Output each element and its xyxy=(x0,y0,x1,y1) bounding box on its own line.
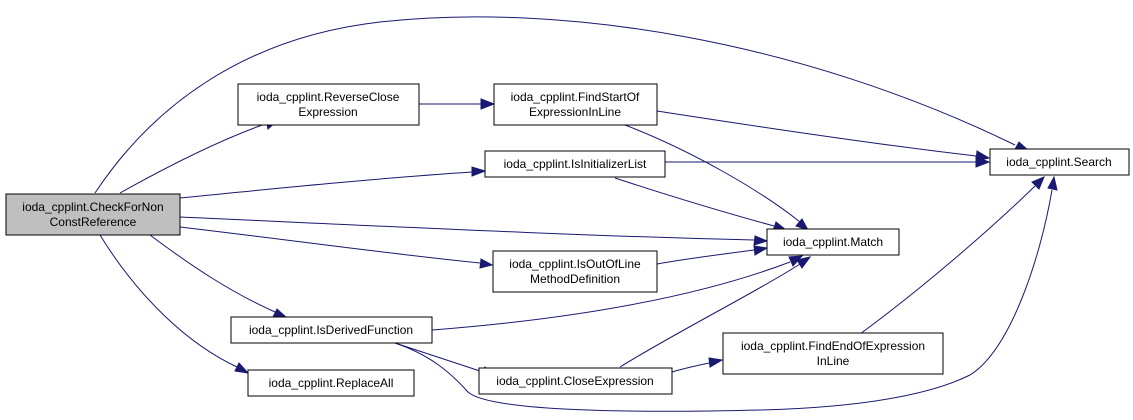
node-label: ioda_cpplint.ReverseClose xyxy=(257,90,400,104)
node-is-out-of-line-method-definition[interactable]: ioda_cpplint.IsOutOfLine MethodDefinitio… xyxy=(492,250,658,293)
node-label: ConstReference xyxy=(50,215,137,229)
edge-close-expression-to-match xyxy=(619,256,812,368)
edge-is-derived-function-to-search xyxy=(394,175,1058,412)
edge-check-to-is-initializer-list xyxy=(179,166,487,199)
edge-check-to-is-out-of-line xyxy=(179,226,494,269)
edge-is-initializer-list-to-match xyxy=(614,177,788,232)
node-reverse-close-expression[interactable]: ioda_cpplint.ReverseClose Expression xyxy=(237,83,420,126)
edge-check-to-reverse-close xyxy=(119,118,280,194)
node-label: ioda_cpplint.IsDerivedFunction xyxy=(249,323,413,337)
node-label: ioda_cpplint.IsOutOfLine xyxy=(509,257,641,271)
node-check-for-non-const-reference[interactable]: ioda_cpplint.CheckForNon ConstReference xyxy=(5,193,181,236)
node-label: ioda_cpplint.Search xyxy=(1006,155,1111,169)
node-label: ioda_cpplint.ReplaceAll xyxy=(269,376,394,390)
node-replace-all[interactable]: ioda_cpplint.ReplaceAll xyxy=(247,369,415,397)
node-label: ioda_cpplint.Match xyxy=(783,235,883,249)
edge-find-end-to-search xyxy=(859,176,1045,335)
node-label: ExpressionInLine xyxy=(529,105,621,119)
node-label: ioda_cpplint.CheckForNon xyxy=(22,200,163,214)
node-is-derived-function[interactable]: ioda_cpplint.IsDerivedFunction xyxy=(230,316,433,344)
edge-is-out-of-line-to-match xyxy=(656,245,769,265)
node-label: ioda_cpplint.CloseExpression xyxy=(496,374,653,388)
edge-find-start-to-match xyxy=(624,124,810,231)
node-find-end-of-expression-in-line[interactable]: ioda_cpplint.FindEndOfExpression InLine xyxy=(722,332,944,375)
edge-find-start-to-search xyxy=(656,110,991,162)
node-match[interactable]: ioda_cpplint.Match xyxy=(766,228,900,256)
edge-reverse-close-to-find-start xyxy=(419,98,496,110)
node-label: ioda_cpplint.FindEndOfExpression xyxy=(741,339,925,353)
node-label: ioda_cpplint.IsInitializerList xyxy=(504,157,647,171)
edge-check-to-match xyxy=(179,216,769,246)
edge-is-initializer-list-to-search xyxy=(665,156,991,168)
edge-close-expression-to-find-end xyxy=(671,357,724,373)
node-label: Expression xyxy=(298,105,357,119)
node-is-initializer-list[interactable]: ioda_cpplint.IsInitializerList xyxy=(484,150,666,178)
node-label: MethodDefinition xyxy=(530,272,620,286)
node-search[interactable]: ioda_cpplint.Search xyxy=(989,148,1130,176)
node-label: ioda_cpplint.FindStartOf xyxy=(511,90,640,104)
edge-check-to-is-derived-function xyxy=(149,234,289,319)
node-label: InLine xyxy=(817,354,850,368)
node-close-expression[interactable]: ioda_cpplint.CloseExpression xyxy=(478,367,673,395)
node-find-start-of-expression-in-line[interactable]: ioda_cpplint.FindStartOf ExpressionInLin… xyxy=(493,83,658,126)
edge-check-to-replace-all xyxy=(99,234,250,374)
